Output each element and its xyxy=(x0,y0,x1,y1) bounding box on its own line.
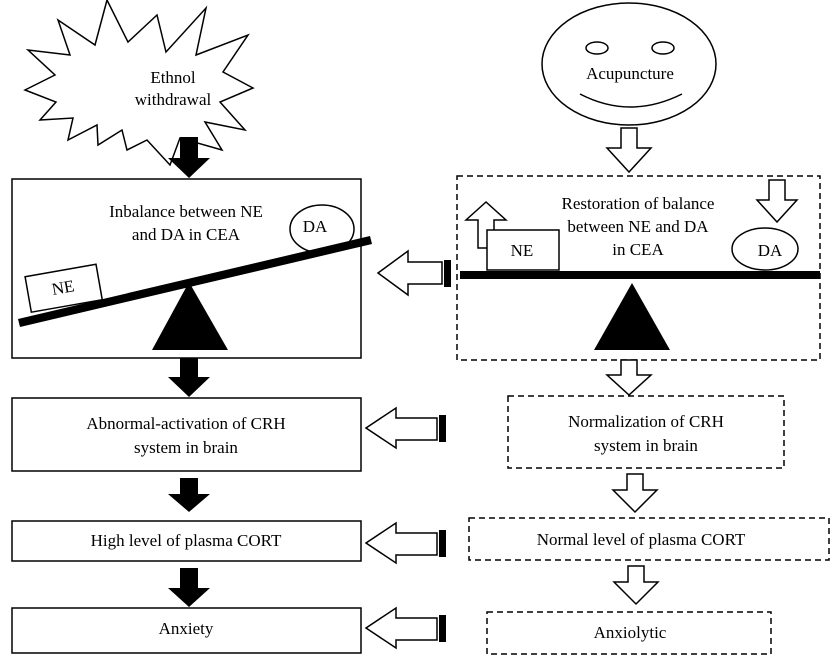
ne-weight-balanced-label: NE xyxy=(511,241,534,260)
down-arrow-hollow xyxy=(605,127,653,174)
fulcrum-triangle-right xyxy=(594,283,670,350)
anxiolytic-box xyxy=(486,611,772,655)
high-cort-text: High level of plasma CORT xyxy=(91,531,282,550)
anxiety-box xyxy=(11,607,362,654)
high-cort-box xyxy=(11,520,362,562)
crh-normalization-line2: system in brain xyxy=(594,436,698,455)
acupuncture-label: Acupuncture xyxy=(586,64,674,83)
ethanol-withdrawal-line2: withdrawal xyxy=(135,90,212,109)
imbalance-line2: and DA in CEA xyxy=(132,225,241,244)
inhibit-arrow-imbalance xyxy=(376,249,451,297)
crh-activation-line1: Abnormal-activation of CRH xyxy=(86,414,285,433)
ethanol-withdrawal-starburst xyxy=(23,0,255,167)
smile-curve xyxy=(579,93,683,108)
ne-weight-label: NE xyxy=(50,276,76,299)
down-arrow-hollow-small xyxy=(755,179,799,224)
acupuncture-face xyxy=(541,2,717,126)
inhibit-arrow-crh xyxy=(364,406,446,450)
imbalance-line1: Inbalance between NE xyxy=(109,202,263,221)
crh-normalization-line1: Normalization of CRH xyxy=(568,412,724,431)
right-eye xyxy=(651,41,675,55)
down-arrow-hollow xyxy=(605,359,653,397)
anxiety-text: Anxiety xyxy=(159,619,214,638)
down-arrow-hollow xyxy=(612,565,660,606)
up-arrow-hollow xyxy=(464,200,508,249)
inhibit-arrow-anxiety xyxy=(364,606,446,650)
crh-normalization-box xyxy=(507,395,785,469)
restoration-line3: in CEA xyxy=(612,240,664,259)
ethanol-withdrawal-line1: Ethnol xyxy=(150,68,196,87)
da-weight-label: DA xyxy=(303,217,328,236)
left-eye xyxy=(585,41,609,55)
restoration-line1: Restoration of balance xyxy=(562,194,715,213)
anxiolytic-text: Anxiolytic xyxy=(594,623,667,642)
crh-activation-box xyxy=(11,397,362,472)
crh-activation-line2: system in brain xyxy=(134,438,238,457)
down-arrow-black xyxy=(168,137,210,178)
normal-cort-box xyxy=(468,517,830,561)
da-weight-balanced xyxy=(731,227,799,271)
down-arrow-black xyxy=(168,478,210,512)
seesaw-beam-tilted xyxy=(18,236,372,327)
ne-weight-balanced xyxy=(486,229,560,271)
fulcrum-triangle xyxy=(152,282,228,350)
ne-weight xyxy=(24,263,104,314)
down-arrow-black xyxy=(168,358,210,397)
seesaw-beam-level xyxy=(460,271,820,279)
down-arrow-hollow xyxy=(611,473,659,514)
normal-cort-text: Normal level of plasma CORT xyxy=(537,530,746,549)
restoration-line2: between NE and DA xyxy=(567,217,709,236)
inhibit-arrow-cort xyxy=(364,521,446,565)
down-arrow-black xyxy=(168,568,210,607)
da-weight-balanced-label: DA xyxy=(758,241,783,260)
